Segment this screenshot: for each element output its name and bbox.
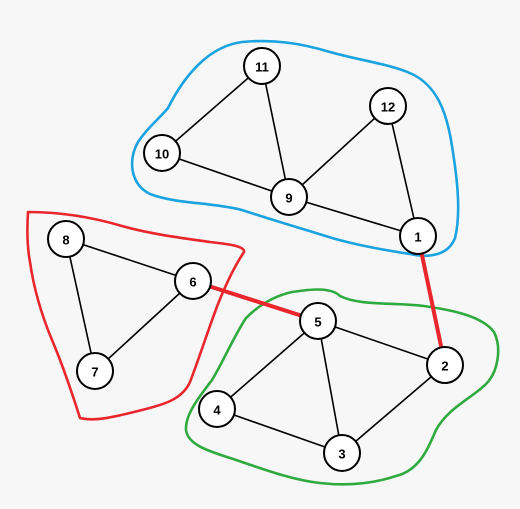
node-11: 11 bbox=[243, 47, 281, 85]
edge-10-9 bbox=[161, 152, 290, 198]
edge-8-7 bbox=[65, 238, 96, 372]
node-circle-6 bbox=[174, 262, 212, 300]
node-6: 6 bbox=[174, 262, 212, 300]
edge-5-4 bbox=[216, 320, 319, 410]
cluster-outline-red bbox=[26, 210, 246, 421]
node-5: 5 bbox=[299, 302, 337, 340]
node-label-10: 10 bbox=[155, 147, 169, 162]
node-label-5: 5 bbox=[314, 315, 321, 330]
node-circle-11 bbox=[243, 47, 281, 85]
node-8: 8 bbox=[47, 220, 85, 258]
edge-5-2 bbox=[317, 320, 446, 366]
node-label-8: 8 bbox=[62, 233, 69, 248]
node-circle-9 bbox=[270, 178, 308, 216]
cluster-outline-green bbox=[184, 288, 500, 486]
edge-6-7 bbox=[94, 280, 194, 372]
node-circle-8 bbox=[47, 220, 85, 258]
node-1: 1 bbox=[399, 217, 437, 255]
node-label-1: 1 bbox=[414, 230, 421, 245]
edge-8-6 bbox=[65, 238, 194, 282]
node-label-12: 12 bbox=[381, 100, 395, 115]
node-circle-12 bbox=[369, 87, 407, 125]
node-label-7: 7 bbox=[91, 365, 98, 380]
node-circle-7 bbox=[76, 352, 114, 390]
node-7: 7 bbox=[76, 352, 114, 390]
node-circle-5 bbox=[299, 302, 337, 340]
node-label-3: 3 bbox=[338, 447, 345, 462]
edge-5-3 bbox=[317, 320, 343, 454]
node-label-2: 2 bbox=[441, 359, 448, 374]
edge-12-9 bbox=[288, 105, 389, 198]
edge-2-3 bbox=[341, 364, 446, 454]
node-circle-4 bbox=[198, 390, 236, 428]
node-label-9: 9 bbox=[285, 191, 292, 206]
node-circle-2 bbox=[426, 346, 464, 384]
node-label-4: 4 bbox=[213, 403, 221, 418]
node-2: 2 bbox=[426, 346, 464, 384]
node-9: 9 bbox=[270, 178, 308, 216]
node-circle-3 bbox=[323, 434, 361, 472]
cluster-layer bbox=[26, 39, 500, 486]
node-3: 3 bbox=[323, 434, 361, 472]
node-label-6: 6 bbox=[189, 275, 196, 290]
node-4: 4 bbox=[198, 390, 236, 428]
cluster-outline-blue bbox=[130, 39, 460, 258]
edge-11-9 bbox=[261, 65, 290, 198]
edge-4-3 bbox=[216, 408, 343, 454]
node-12: 12 bbox=[369, 87, 407, 125]
edge-11-10 bbox=[161, 65, 263, 154]
edge-9-1 bbox=[288, 196, 419, 237]
node-10: 10 bbox=[143, 134, 181, 172]
node-circle-10 bbox=[143, 134, 181, 172]
edge-layer bbox=[65, 65, 446, 454]
node-label-11: 11 bbox=[255, 60, 269, 75]
bridge-layer bbox=[191, 234, 447, 367]
edge-12-1 bbox=[387, 105, 419, 237]
bridge-edge-1-2 bbox=[416, 234, 447, 367]
node-circle-1 bbox=[399, 217, 437, 255]
bridge-edge-6-5 bbox=[191, 279, 320, 323]
